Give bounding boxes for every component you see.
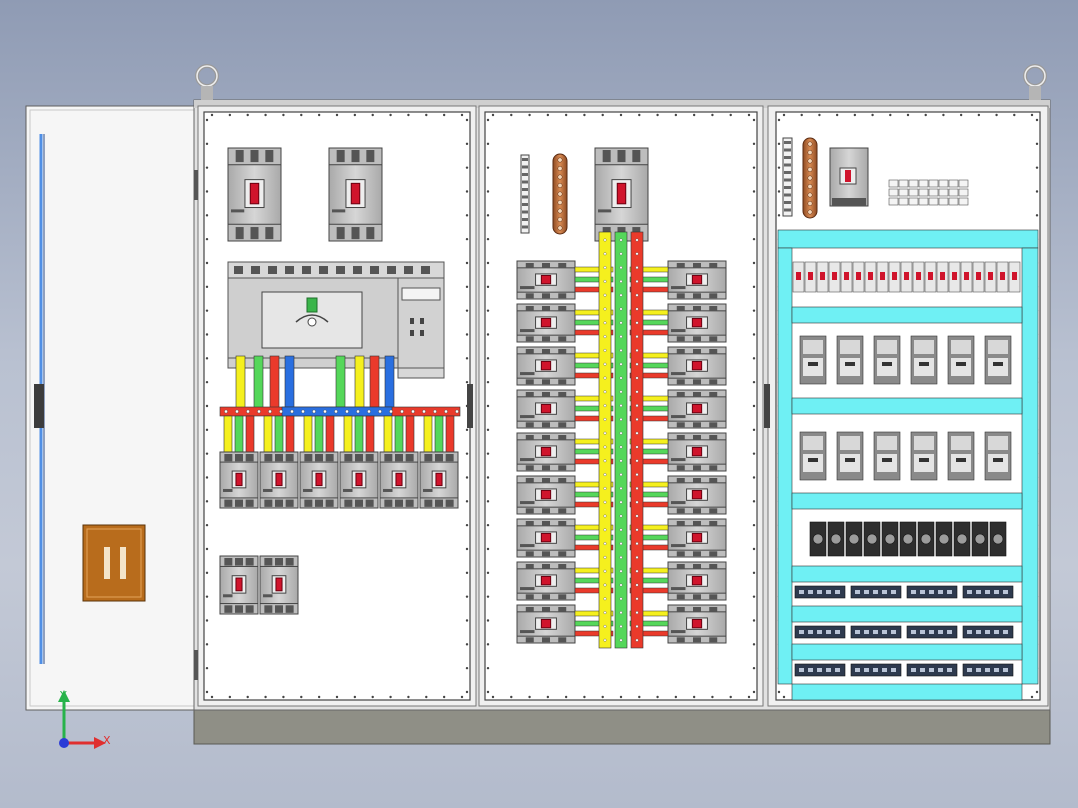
left-small-breakers [219,555,299,615]
terminal-strip-small [520,154,530,234]
relay[interactable] [799,431,827,481]
lifting-eye-left [195,64,219,100]
relay[interactable] [910,335,938,385]
terminal-block [899,521,917,557]
open-door [25,105,199,711]
middle-row-breaker-left[interactable] [516,604,576,644]
terminal-block [989,521,1007,557]
left-bottom-breaker[interactable] [419,451,459,509]
left-top-breaker[interactable] [328,147,383,242]
relay[interactable] [799,335,827,385]
copper-ground-bar-right [802,137,818,219]
main-isolator-switch[interactable] [227,261,445,379]
left-small-breaker[interactable] [259,555,299,615]
middle-row-breaker-left[interactable] [516,303,576,343]
right-din-rails [777,229,1039,701]
terminal-block [935,521,953,557]
terminal-block [809,521,827,557]
middle-row-breaker-right[interactable] [667,475,727,515]
right-small-breaker [829,147,869,207]
middle-row-breaker-right[interactable] [667,432,727,472]
left-top-breakers [227,147,383,242]
door-handle-box[interactable] [82,524,146,602]
middle-row-breaker-left[interactable] [516,475,576,515]
right-terminal-blocks [809,521,1007,557]
left-top-breaker[interactable] [227,147,282,242]
cabinet-plinth [193,707,1051,745]
terminal-block [845,521,863,557]
middle-row-breaker-right[interactable] [667,346,727,386]
middle-row-breaker-left[interactable] [516,389,576,429]
middle-row-breaker-right[interactable] [667,303,727,343]
lifting-eye-right [1023,64,1047,100]
middle-vertical-busbars [598,231,644,649]
left-bottom-breaker[interactable] [339,451,379,509]
middle-row-breaker-left[interactable] [516,518,576,558]
middle-row-breaker-left[interactable] [516,432,576,472]
middle-breaker-rows [516,260,727,644]
relay[interactable] [873,431,901,481]
copper-ground-bar [552,153,568,235]
middle-row-breaker-right[interactable] [667,260,727,300]
left-busbars [219,355,461,453]
middle-row-breaker-left[interactable] [516,561,576,601]
left-bottom-breaker[interactable] [299,451,339,509]
right-mini-terminal-blocks [888,179,969,206]
relay[interactable] [873,335,901,385]
middle-row-breaker-left[interactable] [516,346,576,386]
middle-top-breaker [594,147,649,242]
terminal-block [827,521,845,557]
middle-row-breaker-right[interactable] [667,561,727,601]
terminal-block [953,521,971,557]
relay[interactable] [910,431,938,481]
coordinate-axes-triad: Y X [58,689,111,749]
relay[interactable] [947,335,975,385]
left-bottom-breakers [219,451,459,509]
middle-row-breaker-left[interactable] [516,260,576,300]
left-bottom-breaker[interactable] [259,451,299,509]
middle-row-breaker-right[interactable] [667,518,727,558]
terminal-block [881,521,899,557]
relay[interactable] [836,335,864,385]
right-connector-strips [794,585,1014,677]
relay[interactable] [984,431,1012,481]
y-axis-label: Y [59,689,67,702]
x-axis-label: X [103,734,111,747]
relay[interactable] [947,431,975,481]
left-bottom-breaker[interactable] [219,451,259,509]
relay[interactable] [836,431,864,481]
left-bottom-breaker[interactable] [379,451,419,509]
left-small-breaker[interactable] [219,555,259,615]
terminal-strip-small-right [782,137,793,217]
terminal-block [863,521,881,557]
door-hinges [194,170,770,680]
terminal-block [917,521,935,557]
middle-row-breaker-right[interactable] [667,389,727,429]
middle-row-breaker-right[interactable] [667,604,727,644]
right-relays [799,335,1012,481]
middle-top-breaker[interactable] [594,147,649,242]
relay[interactable] [984,335,1012,385]
terminal-block [971,521,989,557]
